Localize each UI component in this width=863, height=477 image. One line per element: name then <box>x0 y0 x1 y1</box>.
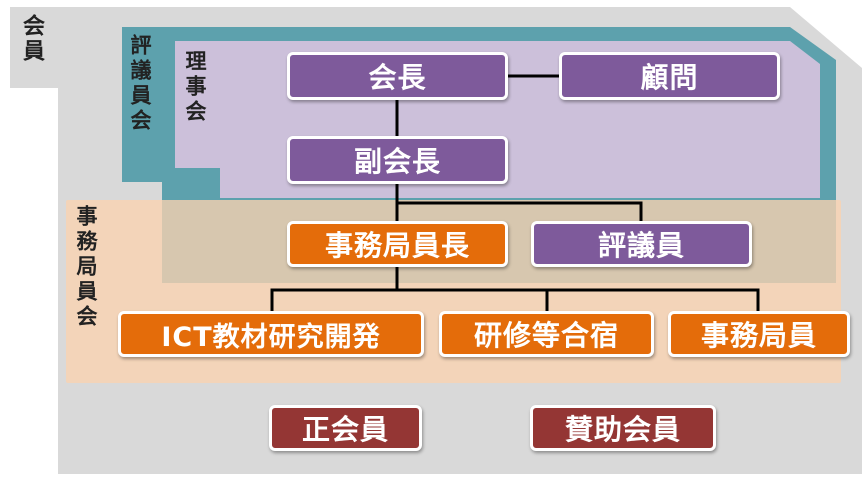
ict-node: ICT教材研究開発 <box>118 311 424 357</box>
members-label: 会員 <box>19 14 44 64</box>
council-label: 評議員会 <box>128 34 152 134</box>
vice-president-node: 副会長 <box>287 136 508 184</box>
secretariat-label: 事務局員会 <box>74 205 98 330</box>
president-node: 会長 <box>287 52 508 100</box>
secretariat-staff-node: 事務局員 <box>668 311 850 357</box>
supporting-member-node: 賛助会員 <box>530 405 716 451</box>
regular-member-node: 正会員 <box>269 405 422 451</box>
advisor-node: 顧問 <box>559 52 780 100</box>
training-node: 研修等合宿 <box>439 311 654 357</box>
secretariat-chief-node: 事務局員長 <box>287 221 508 267</box>
board-label: 理事会 <box>183 50 207 125</box>
councilor-node: 評議員 <box>531 221 752 267</box>
